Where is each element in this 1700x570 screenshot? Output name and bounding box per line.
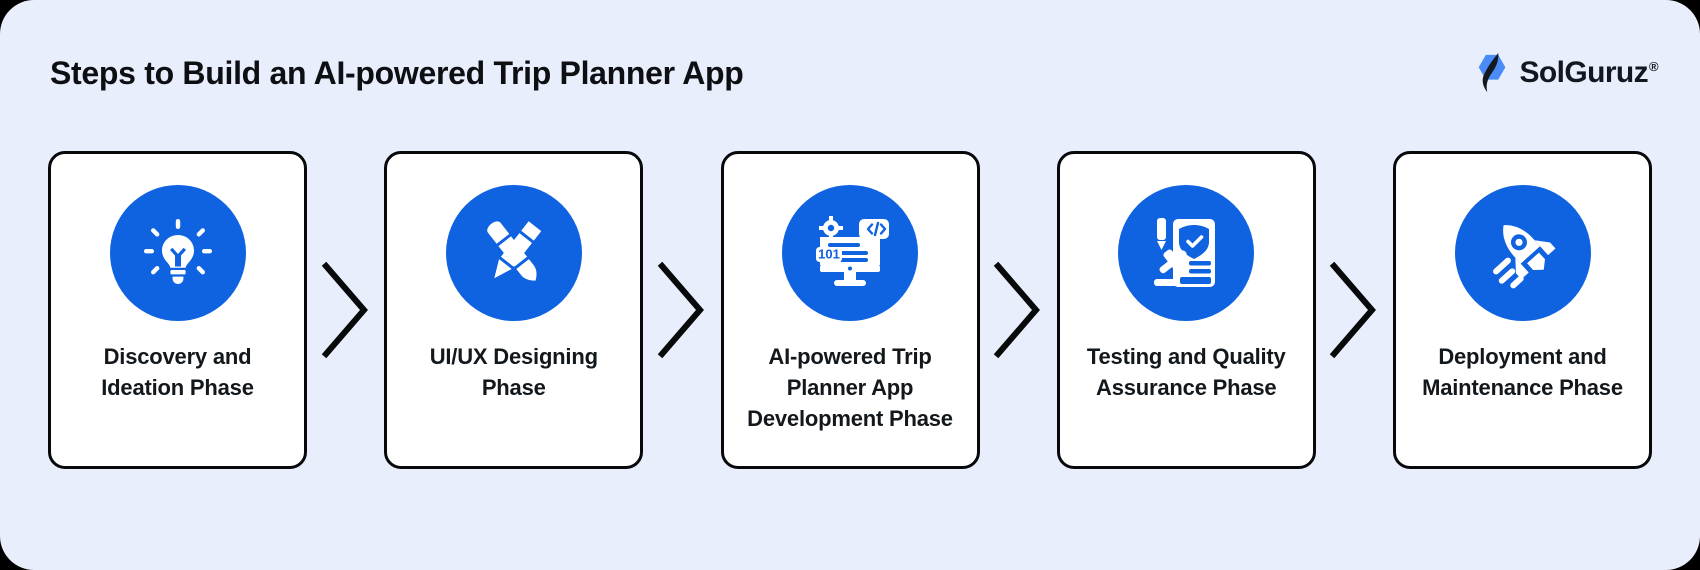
solguruz-hexagon-logo-icon [1473,52,1513,94]
pen-and-pencil-design-icon [445,185,582,321]
step-label-2: UI/UX Designing Phase [429,344,598,401]
step-card-3[interactable]: 101 AI-powered Trip Planner App Developm… [720,151,980,469]
step-card-4[interactable]: Testing and Quality Assurance Phase [1056,151,1316,469]
brand-name: SolGuruz® [1519,56,1658,90]
document-shield-gavel-qa-icon [1118,185,1255,321]
lightbulb-idea-icon [109,185,246,321]
step-label-3: AI-powered Trip Planner App Development … [747,344,953,432]
registered-trademark-mark: ® [1649,59,1659,74]
brand-name-text: SolGuruz [1519,56,1649,89]
steps-flow: Discovery and Ideation Phase [48,151,1652,469]
step-card-2[interactable]: UI/UX Designing Phase [384,151,644,469]
chevron-right-icon-2 [643,151,720,469]
page-title: Steps to Build an AI-powered Trip Planne… [50,55,744,91]
step-label-5: Deployment and Maintenance Phase [1422,344,1623,401]
svg-text:101: 101 [818,247,840,262]
rocket-launch-icon [1454,185,1591,321]
chevron-right-icon-3 [980,151,1057,469]
header: Steps to Build an AI-powered Trip Planne… [0,0,1700,140]
step-card-5[interactable]: Deployment and Maintenance Phase [1393,151,1652,469]
brand-logo: SolGuruz® [1473,52,1659,94]
step-label-1: Discovery and Ideation Phase [101,344,254,401]
step-label-4: Testing and Quality Assurance Phase [1086,344,1286,401]
chevron-right-icon-4 [1316,151,1393,469]
step-card-1[interactable]: Discovery and Ideation Phase [48,151,307,469]
monitor-code-development-icon: 101 [782,185,918,321]
chevron-right-icon-1 [307,151,384,469]
